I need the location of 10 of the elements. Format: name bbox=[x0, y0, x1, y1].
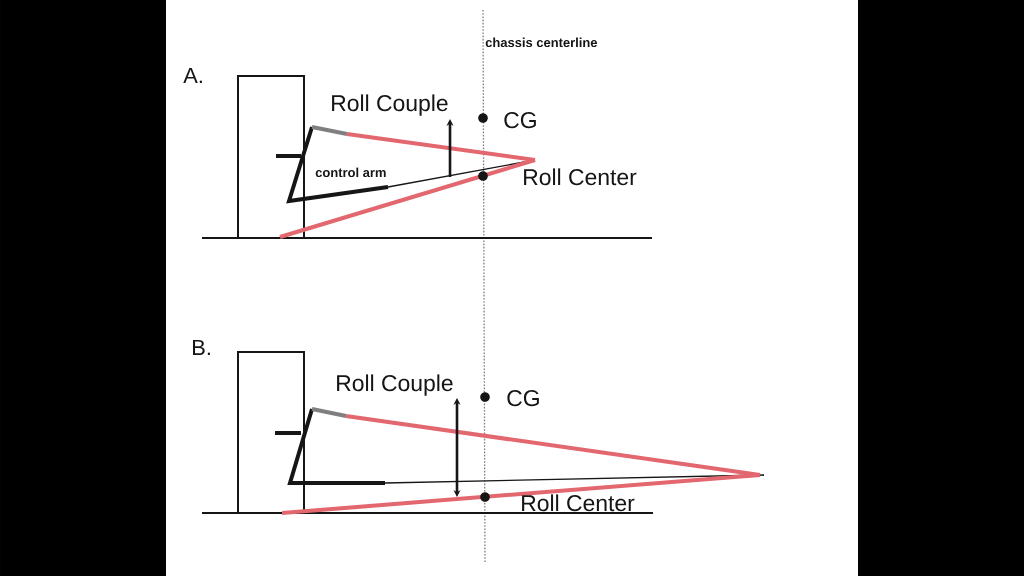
point-label: Roll Center bbox=[522, 494, 635, 512]
panel-letter: B. bbox=[193, 339, 210, 355]
point-label: CG bbox=[507, 390, 539, 407]
panel-letter: A. bbox=[183, 67, 202, 83]
part-label: control arm bbox=[315, 167, 386, 178]
point-label: Roll Center bbox=[524, 168, 637, 186]
arrow-label: Roll Couple bbox=[332, 94, 448, 116]
line-label: chassis centerline bbox=[485, 37, 598, 48]
arrow-label: Roll Couple bbox=[337, 374, 453, 396]
point-label: CG bbox=[504, 112, 536, 129]
